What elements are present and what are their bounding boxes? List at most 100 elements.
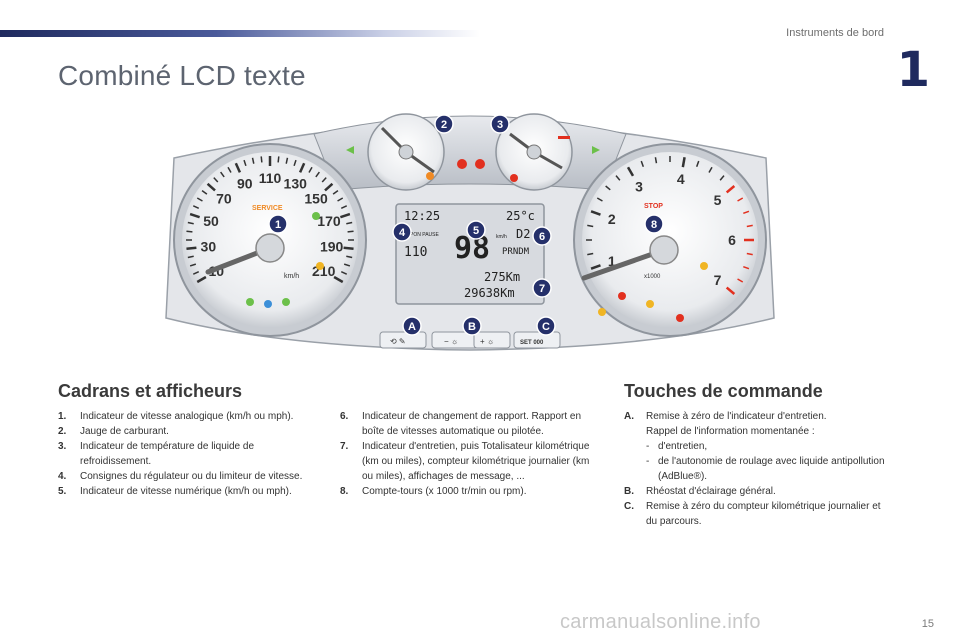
section-title-touches: Touches de commande	[624, 381, 823, 401]
callout-label: 1	[275, 219, 281, 231]
watermark: carmanualsonline.info	[560, 611, 761, 633]
tick-mark	[590, 264, 601, 270]
tick-mark	[192, 205, 200, 209]
callout-marker	[392, 222, 412, 242]
tick-label: 170	[317, 213, 341, 229]
set-button[interactable]	[513, 331, 561, 349]
tick-mark	[725, 185, 736, 194]
tick-mark	[695, 160, 700, 167]
warning-light-icon	[598, 308, 606, 316]
tick-mark	[196, 275, 207, 284]
button-c[interactable]	[473, 331, 511, 349]
list-touches: A. Remise à zéro de l'indicateur d'entre…	[624, 409, 894, 529]
warning-light-icon	[475, 159, 485, 169]
callout-marker	[434, 114, 454, 134]
tick-mark	[343, 263, 351, 267]
svg-text:+ ☼: + ☼	[480, 337, 494, 346]
list-item: B. Rhéostat d'éclairage général.	[624, 486, 776, 497]
lcd-temperature: 25°c	[506, 209, 535, 223]
tick-mark	[626, 166, 635, 177]
speedometer-tick-marks	[186, 156, 354, 284]
instrument-cluster-illustration: 1030507090110130150170190210 km/h SERVIC…	[134, 98, 806, 360]
control-buttons: ⟲ ✎ − ☼ + ☼ SET 000	[379, 331, 561, 349]
list-item: 7.Indicateur d'entretien, puis Totalisat…	[340, 439, 602, 484]
warning-light-icon	[316, 262, 324, 270]
speedometer: 1030507090110130150170190210 km/h SERVIC…	[173, 143, 367, 337]
list-cadrans-col2: 6.Indicateur de changement de rapport. R…	[340, 409, 602, 499]
temperature-gauge	[495, 113, 573, 191]
list-item-number: 6.	[340, 411, 349, 422]
tick-mark	[340, 205, 348, 209]
callout-marker	[402, 316, 422, 336]
warning-light-icon	[457, 159, 467, 169]
lcd-gear-options: PRNDM	[502, 247, 530, 257]
section-title-cadrans: Cadrans et afficheurs	[58, 381, 243, 401]
lcd-trip: 275Km	[484, 270, 520, 284]
list-item: A. Remise à zéro de l'indicateur d'entre…	[624, 409, 894, 484]
tick-mark	[737, 197, 744, 202]
tick-mark	[654, 157, 658, 164]
tick-label: 6	[728, 232, 736, 248]
warning-light-icon	[700, 262, 708, 270]
tick-mark	[605, 185, 611, 191]
tick-mark	[186, 246, 197, 251]
list-item-number: 8.	[340, 486, 349, 497]
tick-mark	[189, 263, 197, 267]
header-bar	[0, 30, 480, 37]
callout-label: 8	[651, 219, 657, 231]
tick-label: 150	[304, 191, 328, 207]
callout-label: 5	[473, 225, 479, 237]
svg-text:− ☼: − ☼	[444, 337, 458, 346]
callout-marker	[532, 226, 552, 246]
callout-label: 6	[539, 231, 545, 243]
warning-light-icon	[646, 300, 654, 308]
lcd-pon-pause: PON PAUSE	[410, 232, 439, 238]
tick-label: 50	[203, 213, 219, 229]
list-item-text: Indicateur d'entretien, puis Totalisateu…	[362, 441, 590, 482]
tick-mark	[332, 190, 339, 195]
tick-label: 2	[608, 211, 616, 227]
tick-mark	[708, 166, 713, 173]
callout-label: 7	[539, 283, 545, 295]
tick-mark	[640, 160, 645, 167]
tick-mark	[587, 252, 594, 256]
tachometer-unit: x1000	[644, 274, 661, 280]
tick-mark	[737, 278, 744, 283]
button-a[interactable]	[379, 331, 427, 349]
list-item-number: 4.	[58, 471, 67, 482]
svg-text:SET 000: SET 000	[520, 340, 544, 346]
tick-label: 190	[320, 238, 344, 254]
tick-mark	[681, 157, 686, 168]
list-item-number: 5.	[58, 486, 67, 497]
top-hood	[313, 115, 627, 191]
tick-mark	[187, 221, 194, 225]
tick-mark	[719, 175, 725, 181]
tick-label: 130	[284, 175, 308, 191]
tick-mark	[347, 230, 354, 233]
service-indicator: SERVICE	[252, 205, 283, 212]
warning-light-icon	[264, 300, 272, 308]
list-item-number: 1.	[58, 411, 67, 422]
warning-light-icon	[312, 212, 320, 220]
lcd-gear: D2	[516, 227, 530, 241]
tick-mark	[587, 224, 594, 228]
tick-mark	[227, 166, 232, 173]
tick-mark	[743, 265, 750, 270]
list-item: 5.Indicateur de vitesse numérique (km/h …	[58, 484, 320, 499]
stop-indicator: STOP	[644, 203, 663, 210]
warning-light-icon	[282, 298, 290, 306]
callout-marker	[536, 316, 556, 336]
tick-label: 70	[216, 191, 232, 207]
callout-label: B	[468, 321, 476, 333]
tick-mark	[298, 162, 306, 173]
tick-mark	[186, 230, 193, 233]
tick-mark	[213, 177, 219, 183]
svg-text:⟲ ✎: ⟲ ✎	[390, 337, 406, 346]
tick-mark	[743, 210, 750, 215]
tick-mark	[196, 197, 203, 202]
warning-light-icon	[676, 314, 684, 322]
lcd-display: 12:25 25°c PON PAUSE 110 98 km/h D2 PRND…	[395, 203, 545, 305]
list-item-text: Indicateur de température de liquide de …	[80, 441, 255, 467]
list-item-text: Compte-tours (x 1000 tr/min ou rpm).	[362, 486, 527, 497]
